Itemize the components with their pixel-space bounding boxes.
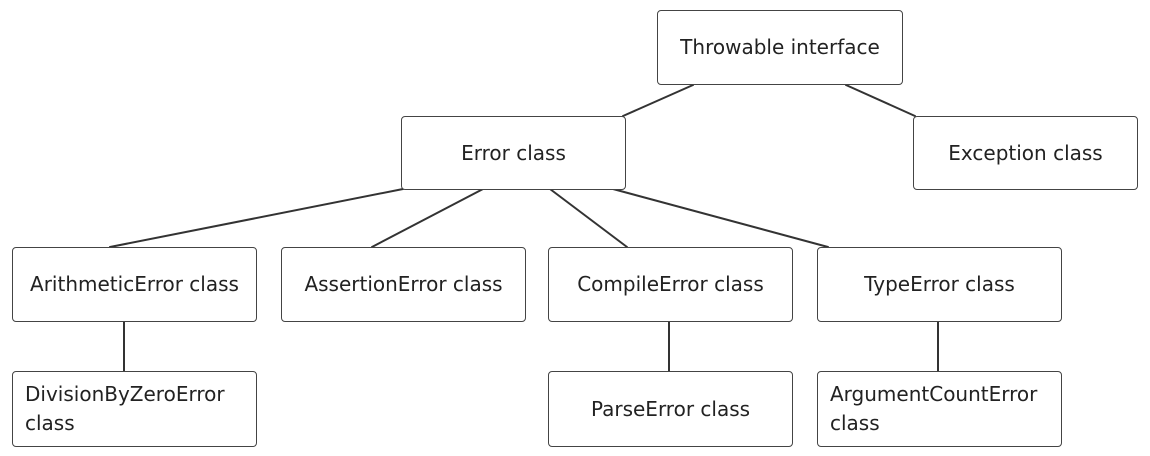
- edge-error-compile-error: [549, 188, 628, 248]
- node-argument-count-error-class-label: ArgumentCountError class: [830, 382, 1038, 435]
- node-parse-error-class-label: ParseError class: [590, 396, 751, 421]
- node-throwable-interface: Throwable interface: [657, 10, 903, 85]
- node-assertion-error-class: AssertionError class: [281, 247, 526, 322]
- node-exception-class-label: Exception class: [948, 140, 1103, 165]
- node-parse-error-class: ParseError class: [548, 371, 793, 447]
- node-error-class: Error class: [401, 116, 626, 190]
- edge-throwable-error: [622, 84, 694, 117]
- node-division-by-zero-error-class-label: DivisionByZeroError class: [25, 382, 225, 435]
- edge-throwable-exception: [845, 84, 916, 117]
- node-arithmetic-error-class-label: ArithmeticError class: [30, 272, 239, 296]
- node-argument-count-error-class: ArgumentCountError class: [817, 371, 1062, 447]
- node-compile-error-class: CompileError class: [548, 247, 793, 322]
- node-throwable-interface-label: Throwable interface: [680, 35, 880, 59]
- edge-error-assertion-error: [371, 188, 484, 248]
- edge-error-arithmetic-error: [109, 188, 404, 248]
- node-exception-class: Exception class: [913, 116, 1138, 190]
- node-arithmetic-error-class: ArithmeticError class: [12, 247, 257, 322]
- node-error-class-label: Error class: [461, 140, 566, 165]
- node-division-by-zero-error-class: DivisionByZeroError class: [12, 371, 257, 447]
- node-type-error-class-label: TypeError class: [864, 272, 1015, 296]
- edge-error-type-error: [612, 188, 829, 248]
- node-assertion-error-class-label: AssertionError class: [304, 272, 503, 296]
- node-type-error-class: TypeError class: [817, 247, 1062, 322]
- node-compile-error-class-label: CompileError class: [577, 272, 764, 296]
